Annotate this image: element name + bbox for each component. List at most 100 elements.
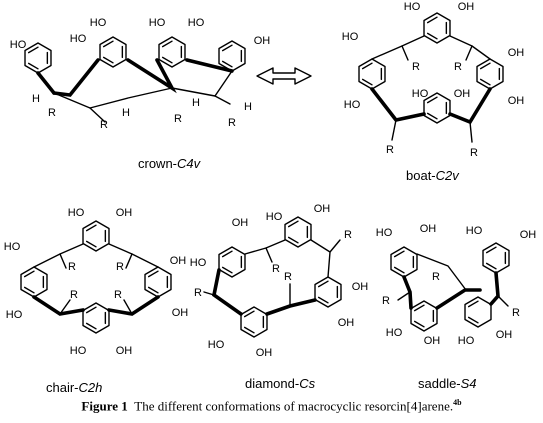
boat-hydroxyl: OH xyxy=(454,88,471,100)
diamond-front-bond xyxy=(265,298,317,316)
chair-aryl-left-double-bond xyxy=(23,270,35,278)
saddle-label: saddle-S4 xyxy=(418,376,477,391)
crown-hydroxyl: HO xyxy=(70,33,87,45)
saddle-aryl-front-double-bond xyxy=(413,320,425,328)
boat-hydroxyl: HO xyxy=(412,88,429,100)
boat-substituent: R xyxy=(412,61,420,73)
crown-hydrogen: H xyxy=(32,93,40,105)
boat-bridge xyxy=(449,35,491,60)
crown-hydroxyl: HO xyxy=(188,17,205,29)
chair-hydroxyl: OH xyxy=(170,255,187,267)
crown-methine-r xyxy=(89,107,106,123)
crown-substituent: R xyxy=(100,119,108,131)
diamond-aryl-top-ring xyxy=(284,216,312,248)
caption-label: Figure 1 xyxy=(81,398,128,414)
crown-aryl-1-double-bond xyxy=(27,62,39,70)
chair-methine-r xyxy=(59,253,67,269)
crown-substituent: R xyxy=(174,113,182,125)
boat-aryl-left-double-bond xyxy=(361,78,373,86)
chair-aryl-top-double-bond xyxy=(85,224,97,232)
diamond-hydroxyl: OH xyxy=(314,203,331,215)
crown-aryl-3-ring xyxy=(158,36,186,68)
diamond-front-bond xyxy=(212,268,243,316)
saddle-front-bond xyxy=(489,271,500,306)
boat-hydroxyl: OH xyxy=(458,1,475,13)
crown-aryl-2-double-bond xyxy=(102,56,114,64)
boat-aryl-bottom-ring xyxy=(423,92,451,124)
diamond-aryl-right-double-bond xyxy=(317,296,329,304)
chair-methine-r xyxy=(123,299,133,315)
chair-name: chair- xyxy=(46,380,79,395)
saddle-hydroxyl: HO xyxy=(466,225,483,237)
diamond-aryl-left-double-bond xyxy=(221,266,233,274)
boat-aryl-bottom-double-bond xyxy=(426,96,438,104)
crown-aryl-4-double-bond xyxy=(221,44,233,52)
boat-aryl-top-double-bond xyxy=(426,16,438,24)
boat-aryl-left-double-bond xyxy=(361,62,373,70)
diamond-aryl-left-double-bond xyxy=(221,250,233,258)
chair-aryl-top-double-bond xyxy=(85,240,97,248)
chair-hydroxyl: HO xyxy=(6,309,23,321)
crown-symmetry: C4v xyxy=(177,156,201,171)
crown-aryl-1-double-bond xyxy=(27,46,39,54)
crown-aryl-2-double-bond xyxy=(102,40,114,48)
boat-methine-r xyxy=(391,119,397,141)
crown-front-bond xyxy=(52,58,100,97)
crown-methine-r xyxy=(214,95,231,105)
diamond-hydroxyl: OH xyxy=(352,281,369,293)
crown-hydrogen: H xyxy=(244,101,252,113)
boat-methine-r xyxy=(401,45,409,61)
saddle-aryl-left-double-bond xyxy=(393,250,405,258)
diamond-aryl-bottom-double-bond xyxy=(243,326,255,334)
diamond-hydroxyl: OH xyxy=(232,217,249,229)
diamond-symmetry: Cs xyxy=(299,376,316,391)
saddle-back-bond xyxy=(416,253,467,291)
crown-front-bond xyxy=(185,58,234,73)
saddle-methine-r xyxy=(497,295,509,307)
chair-substituent: R xyxy=(116,261,124,273)
crown-substituent: R xyxy=(48,107,56,119)
saddle-substituent: R xyxy=(382,295,390,307)
diamond-label: diamond-Cs xyxy=(245,376,315,391)
diamond-name: diamond- xyxy=(245,376,300,391)
diamond-substituent: R xyxy=(272,263,280,275)
crown-name: crown- xyxy=(138,156,178,171)
diamond-aryl-top-double-bond xyxy=(287,220,299,228)
diamond-aryl-bottom-double-bond xyxy=(243,310,255,318)
boat-bridge xyxy=(371,35,425,60)
crown-hydrogen: H xyxy=(192,97,200,109)
boat-methine-r xyxy=(469,121,473,143)
boat-aryl-right-double-bond xyxy=(479,78,491,86)
diamond-hydroxyl: HO xyxy=(266,211,283,223)
saddle-hydroxyl: HO xyxy=(386,327,403,339)
diamond-bridge xyxy=(310,239,331,278)
chair-substituent: R xyxy=(114,289,122,301)
crown-front-bond xyxy=(126,58,177,94)
chair-hydroxyl: HO xyxy=(4,241,21,253)
boat-hydroxyl: HO xyxy=(344,99,361,111)
crown-aryl-3-double-bond xyxy=(161,56,173,64)
chair-hydroxyl: HO xyxy=(70,345,87,357)
boat-hydroxyl: OH xyxy=(508,95,525,107)
diamond-aryl-top-double-bond xyxy=(287,236,299,244)
diamond-aryl-right-double-bond xyxy=(317,280,329,288)
chair-aryl-bottom-double-bond xyxy=(85,322,97,330)
crown-back-bond xyxy=(171,70,233,97)
diamond-substituent: R xyxy=(194,287,202,299)
diamond-hydroxyl: OH xyxy=(338,317,355,329)
crown-hydrogen: H xyxy=(122,107,130,119)
saddle-aryl-right-double-bond xyxy=(485,262,497,270)
boat-substituent: R xyxy=(386,144,394,156)
boat-methine-r xyxy=(465,45,473,61)
crown-hydroxyl: HO xyxy=(149,17,166,29)
saddle-symmetry: S4 xyxy=(460,376,477,391)
boat-hydroxyl: HO xyxy=(342,31,359,43)
crown-hydroxyl: HO xyxy=(10,39,27,51)
caption-reference: 4b xyxy=(453,398,462,407)
saddle-aryl-back-double-bond xyxy=(467,300,479,308)
saddle-substituent: R xyxy=(512,307,520,319)
boat-hydroxyl: HO xyxy=(404,1,421,13)
